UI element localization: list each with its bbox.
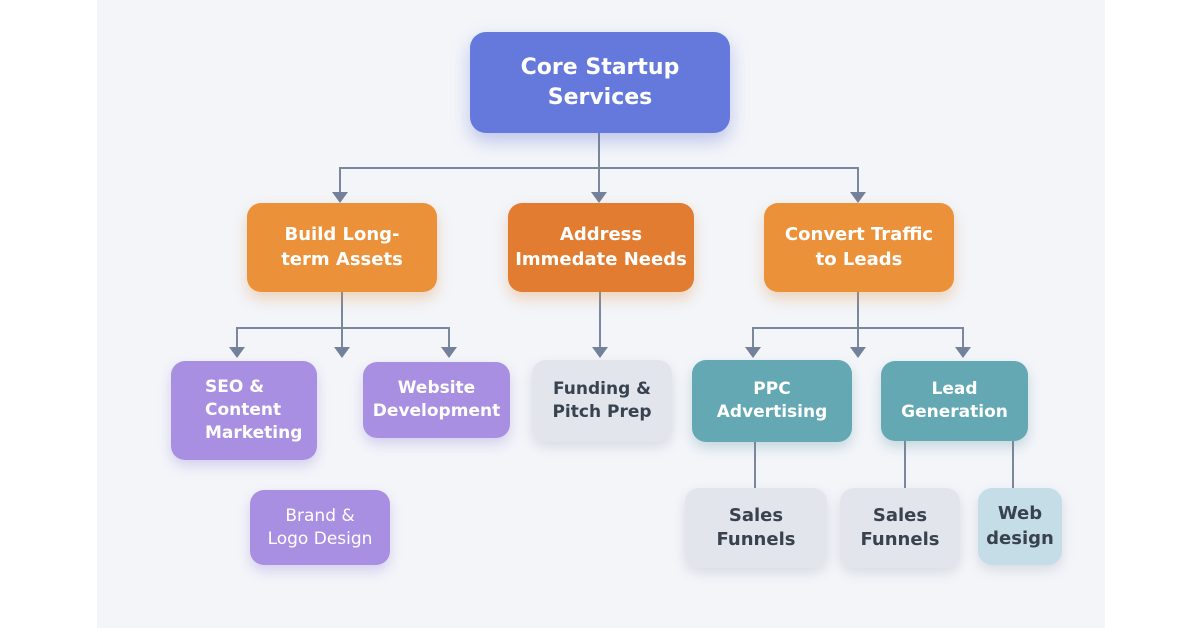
connector-build-stem (341, 292, 343, 328)
node-label-line: Lead (931, 379, 978, 400)
arrow-to-address (591, 192, 607, 203)
connector-address-stem (599, 292, 601, 348)
connector-lead-sales (904, 440, 906, 488)
arrow-to-build (332, 192, 348, 203)
node-label-line: Web (997, 503, 1043, 525)
node-lead-generation: Lead Generation (881, 361, 1028, 441)
node-label-line: Funding & (553, 379, 651, 400)
arrow-to-lead (955, 347, 971, 358)
node-label-line: Pitch Prep (552, 402, 652, 422)
node-sales-funnels-1: Sales Funnels (685, 488, 827, 568)
connector-drop-build (339, 167, 341, 193)
node-label-line: Convert Traffic (784, 224, 934, 246)
node-label-line: Logo Design (267, 528, 373, 549)
node-label-line: Generation (901, 402, 1008, 422)
node-convert-traffic-to-leads: Convert Traffic to Leads (764, 203, 954, 292)
node-label-line: Immedate Needs (515, 248, 687, 270)
connector-drop-website (448, 327, 450, 348)
node-website-development: Website Development (363, 362, 510, 438)
node-address-immedate-needs: Address Immedate Needs (508, 203, 694, 292)
arrow-to-seo (229, 347, 245, 358)
node-label-line: term Assets (281, 248, 403, 270)
node-label-line: Content (205, 400, 282, 421)
node-label-line: to Leads (815, 248, 903, 270)
arrow-to-ppc (745, 347, 761, 358)
node-web-design: Web design (978, 488, 1062, 565)
connector-drop-convert-center (857, 327, 859, 348)
node-label-line: Funnels (716, 529, 796, 550)
connector-drop-lead (962, 327, 964, 348)
connector-lead-webdesign (1012, 440, 1014, 488)
node-label-line: Address (559, 224, 643, 246)
node-label-line: Funnels (860, 529, 940, 550)
arrow-convert-center (850, 347, 866, 358)
node-build-long-term-assets: Build Long- term Assets (247, 203, 437, 292)
node-core-startup-services: Core Startup Services (470, 32, 730, 133)
arrow-to-website (441, 347, 457, 358)
node-label-line: Marketing (205, 422, 303, 443)
node-label-line: SEO & (205, 377, 265, 398)
connector-convert-stem (857, 292, 859, 328)
node-brand-logo-design: Brand & Logo Design (250, 490, 390, 565)
node-label-line: Services (547, 84, 653, 110)
arrow-build-center (334, 347, 350, 358)
node-label-line: Development (372, 401, 501, 421)
node-label-line: Advertising (716, 402, 828, 422)
arrow-to-convert (850, 192, 866, 203)
connector-ppc-sales (754, 442, 756, 488)
node-label-line: design (986, 527, 1054, 549)
node-sales-funnels-2: Sales Funnels (840, 488, 960, 568)
node-label-line: Sales (728, 504, 784, 526)
node-seo-content-marketing: SEO & Content Marketing (171, 361, 317, 460)
connector-drop-address (598, 167, 600, 193)
connector-drop-convert (857, 167, 859, 193)
node-label-line: Brand & (285, 505, 355, 526)
arrow-to-funding (592, 347, 608, 358)
node-label-line: Build Long- (284, 224, 400, 246)
node-funding-pitch-prep: Funding & Pitch Prep (532, 360, 672, 442)
node-label-line: PPC (753, 379, 791, 400)
connector-build-rail (236, 327, 450, 329)
connector-drop-ppc (752, 327, 754, 348)
connector-core-stem (598, 133, 600, 169)
node-ppc-advertising: PPC Advertising (692, 360, 852, 442)
node-label-line: Website (397, 378, 476, 399)
node-label-line: Core Startup (520, 54, 680, 80)
connector-drop-build-center (341, 327, 343, 348)
connector-drop-seo (236, 327, 238, 348)
node-label-line: Sales (872, 504, 928, 526)
